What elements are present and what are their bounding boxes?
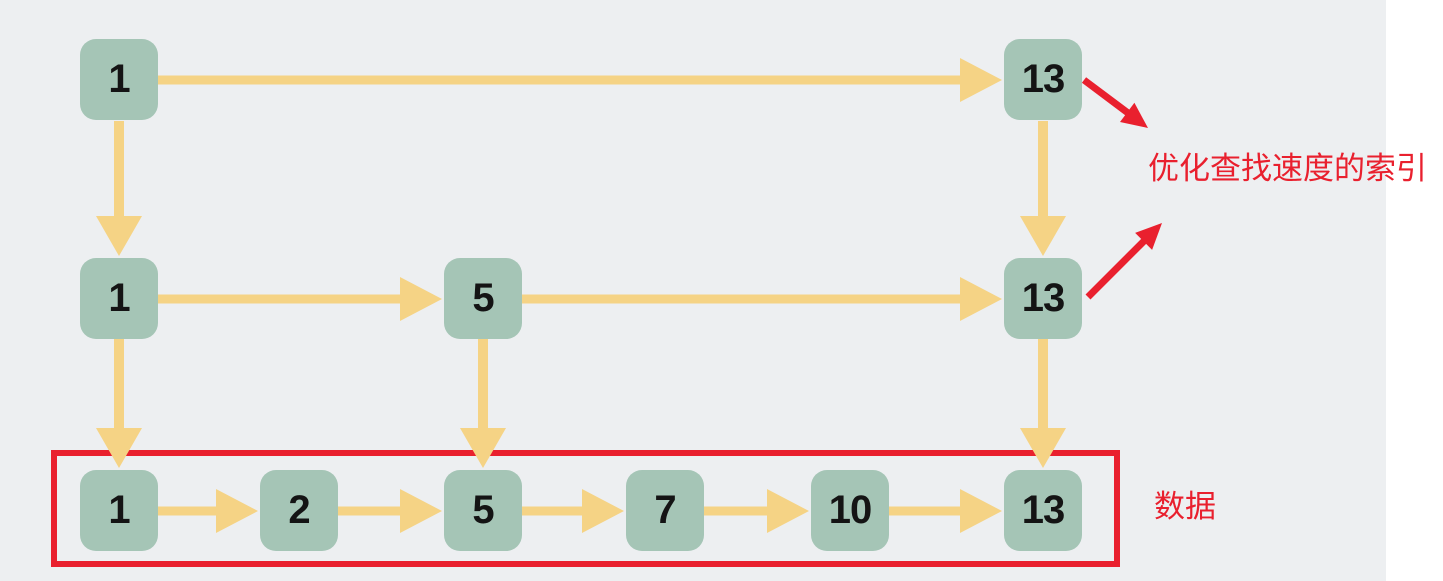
node-data-level-10: 10	[811, 470, 889, 551]
node-data-level-1: 1	[80, 470, 158, 551]
node-data-level-2: 2	[260, 470, 338, 551]
node-data-level-13: 13	[1004, 470, 1082, 551]
down-pointer-arrow	[96, 121, 142, 256]
node-index-level-1-1: 1	[80, 258, 158, 339]
down-pointer-arrow	[460, 339, 506, 468]
down-pointer-arrow	[1020, 339, 1066, 468]
data-annotation-label: 数据	[1154, 489, 1216, 524]
next-pointer-arrow	[158, 489, 258, 533]
down-pointer-arrow	[1020, 121, 1066, 256]
node-index-level-1-5: 5	[444, 258, 522, 339]
next-pointer-arrow	[158, 58, 1002, 102]
node-data-level-7: 7	[626, 470, 704, 551]
node-index-level-2-1: 1	[80, 39, 158, 120]
down-pointer-arrow	[96, 339, 142, 468]
next-pointer-arrow	[889, 489, 1002, 533]
node-index-level-2-13: 13	[1004, 39, 1082, 120]
next-pointer-arrow	[338, 489, 442, 533]
next-pointer-arrow	[158, 277, 442, 321]
right-background-panel	[1386, 0, 1443, 581]
node-data-level-5: 5	[444, 470, 522, 551]
data-region-outline	[51, 450, 1120, 567]
next-pointer-arrow	[522, 489, 624, 533]
index-annotation-arrow-middle	[1085, 223, 1162, 300]
index-annotation-arrow-top	[1081, 77, 1148, 128]
next-pointer-arrow	[522, 277, 1002, 321]
node-index-level-1-13: 13	[1004, 258, 1082, 339]
next-pointer-arrow	[704, 489, 809, 533]
index-annotation-label: 优化查找速度的索引	[1148, 151, 1427, 186]
